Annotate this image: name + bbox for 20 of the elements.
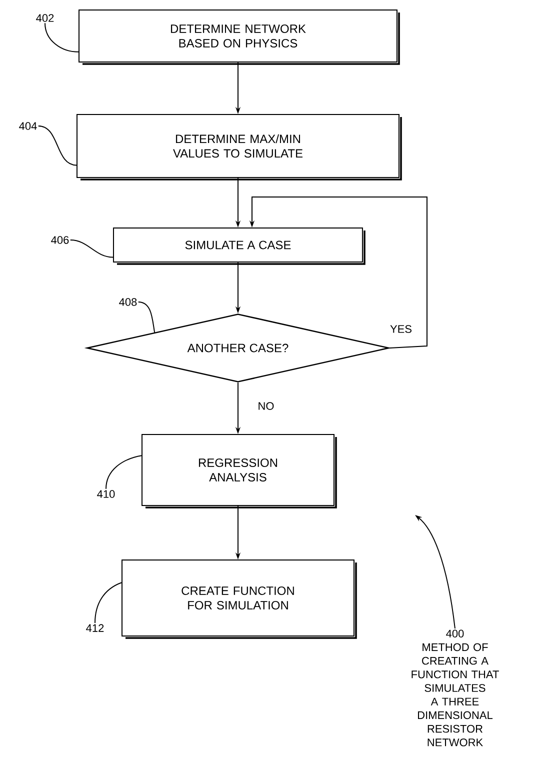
reference-number: 410 [97,490,115,498]
leader-line [44,22,79,52]
leader-line [70,240,114,258]
process-box: DETERMINE NETWORK BASED ON PHYSICS [78,10,400,65]
edge-label: NO [256,401,276,411]
reference-number: 412 [86,624,104,632]
leader-line [38,126,77,166]
reference-number: 404 [19,122,37,130]
process-box: DETERMINE MAX/MIN VALUES TO SIMULATE [76,114,402,180]
leader-line [94,582,122,624]
process-box: CREATE FUNCTION FOR SIMULATION [122,560,357,639]
leader-line [106,455,142,490]
edge-label: YES [389,324,413,334]
process-box: REGRESSION ANALYSIS [142,434,337,508]
reference-number: 406 [51,236,69,244]
reference-number: 402 [36,14,54,22]
process-box: SIMULATE A CASE [113,228,366,265]
reference-number: 408 [119,298,137,306]
figure-caption: 400 METHOD OF CREATING A FUNCTION THAT SIMULATES A THREE DIMENSIONAL RESISTOR NETWORK [412,630,499,746]
leader-line [138,302,156,333]
